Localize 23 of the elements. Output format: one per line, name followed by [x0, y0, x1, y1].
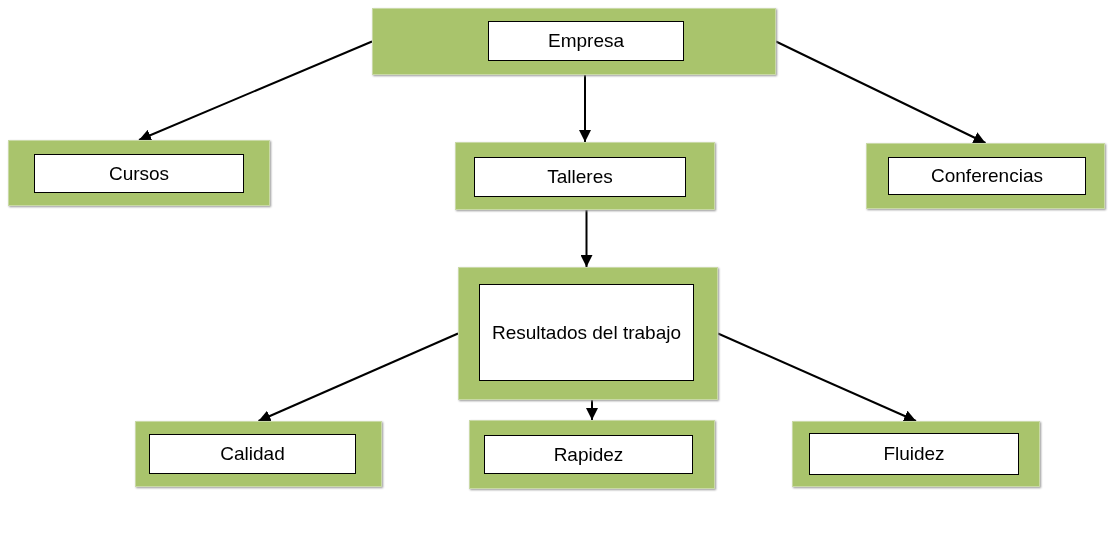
- process-box: [792, 421, 1040, 487]
- process-box: [135, 421, 382, 487]
- node-label: Talleres: [474, 157, 686, 197]
- arrow: [775, 40, 987, 144]
- node-label: Fluidez: [809, 433, 1019, 475]
- process-box: [866, 143, 1105, 209]
- arrow: [586, 399, 598, 421]
- arrow: [579, 74, 591, 143]
- node-label: Empresa: [488, 21, 684, 61]
- process-box: [372, 8, 776, 75]
- arrow: [138, 40, 373, 141]
- node-label: Cursos: [34, 154, 244, 193]
- process-box: [469, 420, 715, 489]
- node-label: Conferencias: [888, 157, 1086, 195]
- process-box: [455, 142, 715, 210]
- process-box: [458, 267, 718, 400]
- node-label: Resultados del trabajo: [479, 284, 694, 381]
- process-box: [8, 140, 270, 206]
- arrow: [257, 332, 459, 422]
- arrow: [580, 209, 593, 268]
- arrow: [717, 332, 917, 422]
- node-label: Calidad: [149, 434, 356, 474]
- node-label: Rapidez: [484, 435, 693, 474]
